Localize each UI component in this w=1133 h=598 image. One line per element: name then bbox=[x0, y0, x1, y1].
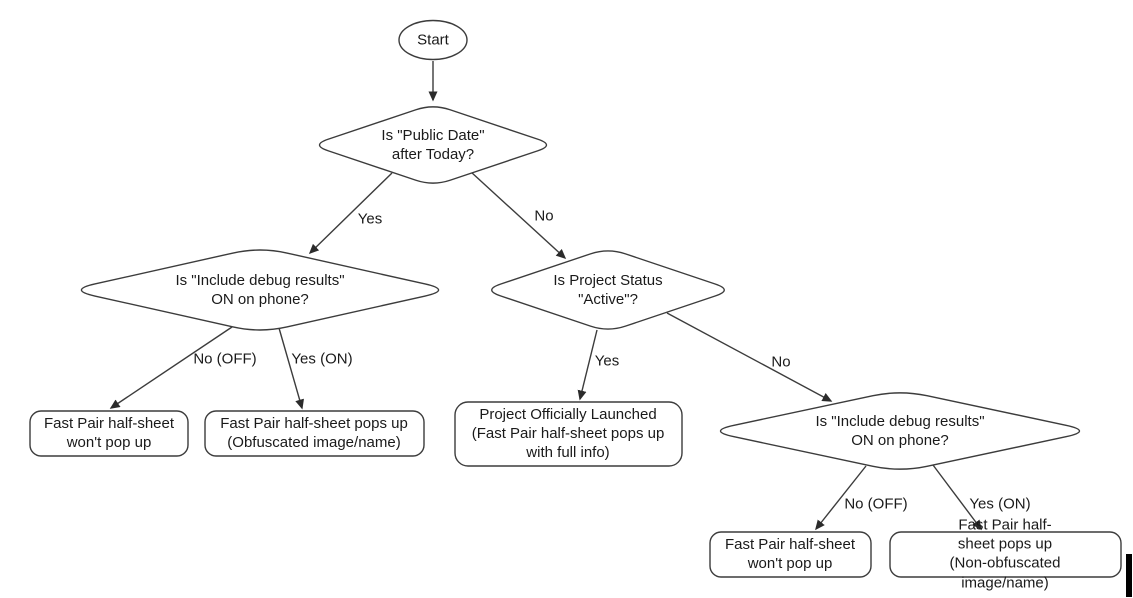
edge-label-public-date-no: No bbox=[534, 207, 554, 225]
decision-public-date-label: Is "Public Date" after Today? bbox=[381, 126, 485, 163]
decision-public-date-shape bbox=[318, 106, 548, 184]
edge-label-project-status-no: No bbox=[771, 353, 791, 371]
edge-debug-left-yes bbox=[278, 327, 304, 410]
edge-debug-right-yes bbox=[932, 464, 982, 531]
edge-label-project-status-yes: Yes bbox=[594, 352, 620, 370]
outcome-no-popup-left-label: Fast Pair half-sheet won't pop up bbox=[43, 414, 175, 451]
edge-debug-left-no bbox=[109, 326, 233, 409]
edge-label-public-date-yes: Yes bbox=[357, 210, 383, 228]
decision-debug-right-shape bbox=[719, 392, 1081, 470]
outcome-no-popup-right-shape bbox=[709, 531, 872, 578]
decision-project-status-label: Is Project Status "Active"? bbox=[553, 271, 663, 308]
edge-public-date-no bbox=[470, 171, 567, 260]
outcome-no-popup-left-shape bbox=[29, 410, 189, 457]
outcome-launched-label: Project Officially Launched (Fast Pair h… bbox=[471, 406, 665, 462]
start-node-shape bbox=[398, 19, 468, 61]
outcome-obfuscated-label: Fast Pair half-sheet pops up (Obfuscated… bbox=[220, 414, 408, 451]
decision-debug-left-shape bbox=[80, 249, 440, 331]
edge-label-debug-left-no: No (OFF) bbox=[193, 350, 257, 368]
edge-public-date-yes bbox=[308, 172, 393, 255]
start-node-label: Start bbox=[417, 31, 449, 49]
outcome-obfuscated-shape bbox=[204, 410, 425, 457]
edge-project-status-yes bbox=[577, 329, 598, 401]
outcome-launched-shape bbox=[454, 401, 683, 467]
edge-debug-right-no bbox=[815, 465, 867, 531]
outcome-no-popup-right-label: Fast Pair half-sheet won't pop up bbox=[724, 535, 856, 572]
decision-project-status-shape bbox=[491, 250, 725, 330]
outcome-non-obfuscated-label: Fast Pair half-sheet pops up (Non-obfusc… bbox=[949, 516, 1061, 592]
edge-label-debug-right-no: No (OFF) bbox=[844, 495, 908, 513]
decision-debug-right-label: Is "Include debug results" ON on phone? bbox=[815, 412, 985, 449]
text-cursor bbox=[1126, 554, 1132, 597]
edge-label-debug-right-yes: Yes (ON) bbox=[969, 495, 1031, 513]
edge-label-debug-left-yes: Yes (ON) bbox=[291, 350, 353, 368]
decision-debug-left-label: Is "Include debug results" ON on phone? bbox=[175, 271, 345, 308]
outcome-non-obfuscated-shape bbox=[889, 531, 1122, 578]
edge-project-status-no bbox=[666, 312, 833, 402]
